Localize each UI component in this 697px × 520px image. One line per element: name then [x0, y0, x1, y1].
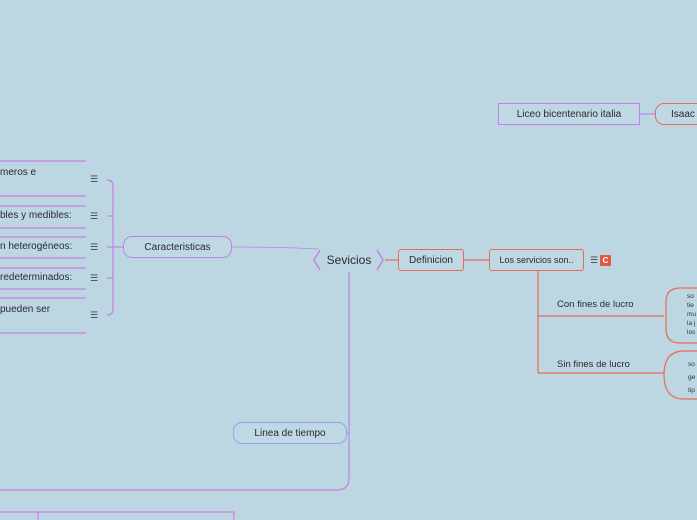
- caracteristicas-label: Caracteristicas: [144, 241, 211, 253]
- badge-label: C: [602, 256, 609, 265]
- linea-tiempo-label: Linea de tiempo: [254, 427, 326, 439]
- caracteristica-item-2[interactable]: bles y medibles:: [0, 210, 72, 221]
- node-isaac[interactable]: Isaac: [655, 103, 697, 125]
- bubble-line: tie: [687, 302, 694, 309]
- bubble-sin-fines: [663, 350, 697, 400]
- node-caracteristicas[interactable]: Caracteristicas: [123, 236, 232, 258]
- bubble-sin-fines-text: so ge tip: [688, 358, 695, 397]
- badge-icon[interactable]: C: [600, 255, 611, 266]
- definicion-label: Definicion: [409, 254, 453, 266]
- con-fines-label[interactable]: Con fines de lucro: [557, 299, 634, 310]
- node-definicion[interactable]: Definicion: [398, 249, 464, 271]
- menu-lines-icon[interactable]: ☰: [90, 242, 99, 252]
- central-node[interactable]: Sevicios: [318, 250, 380, 270]
- bubble-con-fines-text: so tie mu la j los: [687, 292, 696, 337]
- chevron-icon: [313, 249, 384, 271]
- servicios-son-label: Los servicios son..: [499, 255, 574, 265]
- connector-center-down: [0, 272, 350, 491]
- menu-lines-icon[interactable]: ☰: [90, 273, 99, 283]
- node-linea-tiempo[interactable]: Linea de tiempo: [233, 422, 347, 444]
- node-liceo[interactable]: Liceo bicentenario italia: [498, 103, 640, 125]
- menu-lines-icon[interactable]: ☰: [90, 310, 99, 320]
- connector-center-caracteristicas: [231, 246, 319, 250]
- caracteristica-item-3[interactable]: n heterogéneos:: [0, 241, 73, 252]
- bubble-con-fines: [665, 287, 697, 344]
- sin-fines-label[interactable]: Sin fines de lucro: [557, 359, 630, 370]
- bubble-line: so: [687, 293, 694, 300]
- menu-lines-icon[interactable]: ☰: [90, 174, 99, 184]
- liceo-label: Liceo bicentenario italia: [516, 108, 622, 120]
- bubble-line: mu: [687, 311, 697, 318]
- bubble-line: la j: [687, 320, 696, 327]
- bubble-line: tip: [688, 387, 695, 394]
- bubble-line: ge: [688, 374, 696, 381]
- bubble-line: los: [687, 329, 696, 336]
- bracket-vertical: [106, 179, 114, 316]
- menu-lines-icon[interactable]: ☰: [90, 211, 99, 221]
- caracteristica-item-5[interactable]: pueden ser: [0, 304, 51, 315]
- isaac-label: Isaac: [671, 108, 695, 120]
- node-servicios-son[interactable]: Los servicios son..: [489, 249, 584, 271]
- bubble-line: so: [688, 361, 695, 368]
- central-label: Sevicios: [326, 253, 372, 267]
- menu-lines-icon[interactable]: ☰: [590, 255, 599, 265]
- caracteristica-item-1[interactable]: meros e: [0, 167, 37, 178]
- caracteristica-item-4[interactable]: redeterminados:: [0, 272, 73, 283]
